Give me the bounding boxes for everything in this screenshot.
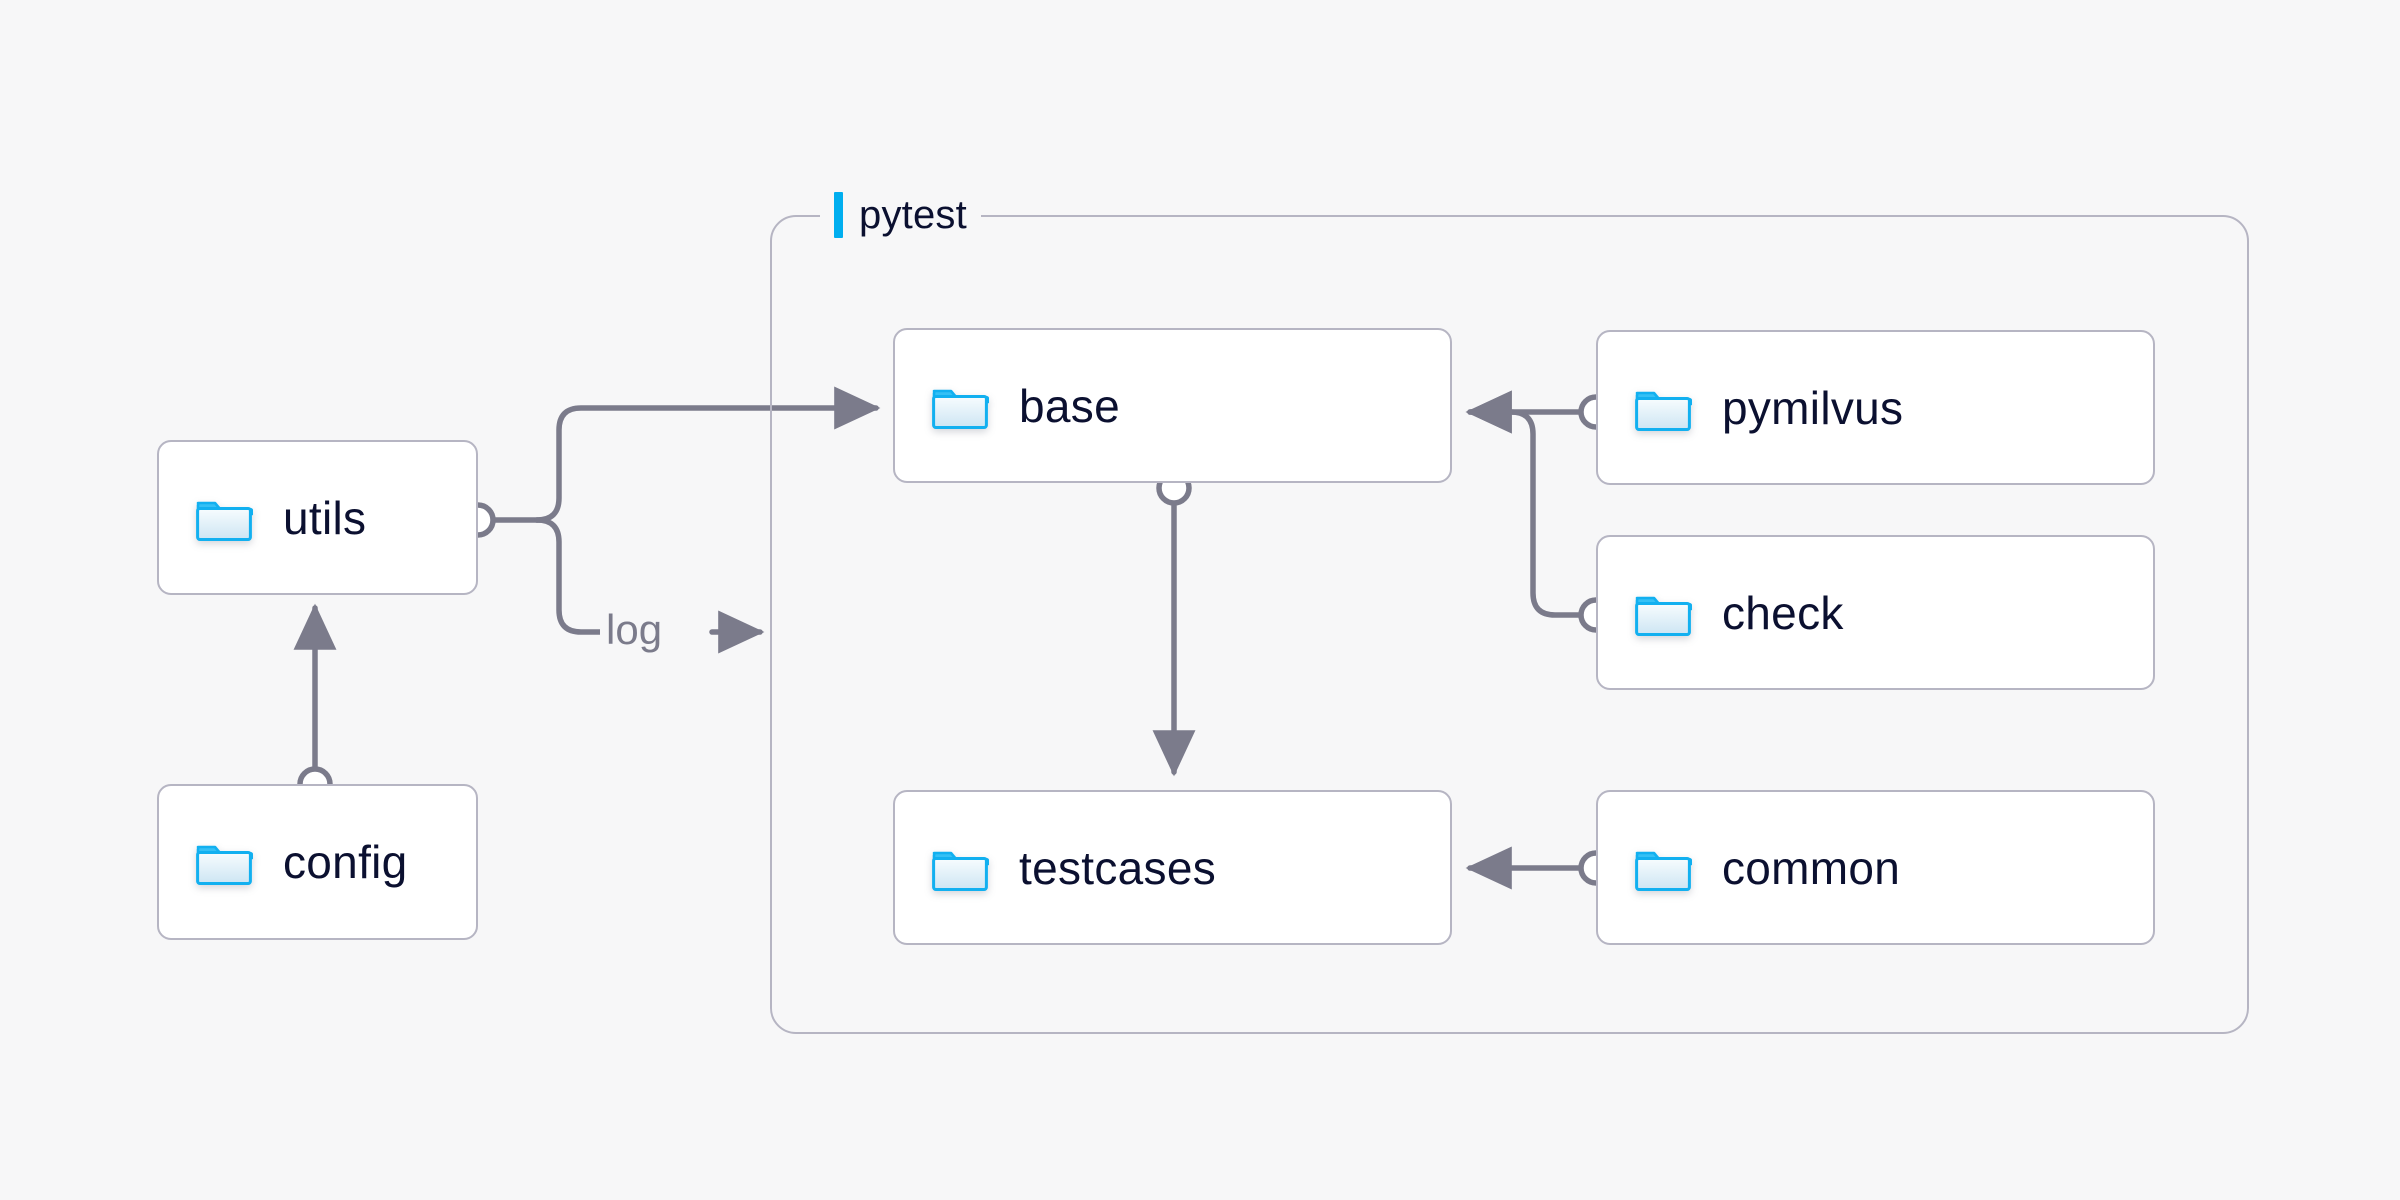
accent-bar-icon (834, 192, 843, 238)
node-label-common: common (1722, 841, 1901, 894)
group-title-label: pytest (859, 192, 967, 237)
node-check[interactable]: check (1596, 535, 2155, 690)
pytest-group-container[interactable] (770, 215, 2249, 1034)
folder-icon (1635, 596, 1692, 636)
node-config[interactable]: config (157, 784, 478, 940)
node-common[interactable]: common (1596, 790, 2155, 945)
node-label-pymilvus: pymilvus (1722, 381, 1904, 434)
folder-icon (1635, 391, 1692, 431)
node-base[interactable]: base (893, 328, 1452, 483)
pytest-group-title: pytest (820, 192, 981, 238)
node-label-check: check (1722, 586, 1844, 639)
node-label-config: config (283, 836, 408, 888)
edge-label-log: log (600, 606, 669, 654)
folder-icon (932, 851, 989, 891)
folder-icon (1635, 851, 1692, 891)
node-label-testcases: testcases (1019, 841, 1217, 894)
folder-icon (932, 389, 989, 429)
node-label-utils: utils (283, 491, 367, 544)
node-label-base: base (1019, 379, 1120, 432)
node-pymilvus[interactable]: pymilvus (1596, 330, 2155, 485)
node-utils[interactable]: utils (157, 440, 478, 595)
node-testcases[interactable]: testcases (893, 790, 1452, 945)
folder-icon (196, 845, 253, 885)
edge-utils-to-log (534, 517, 603, 635)
folder-icon (196, 501, 253, 541)
